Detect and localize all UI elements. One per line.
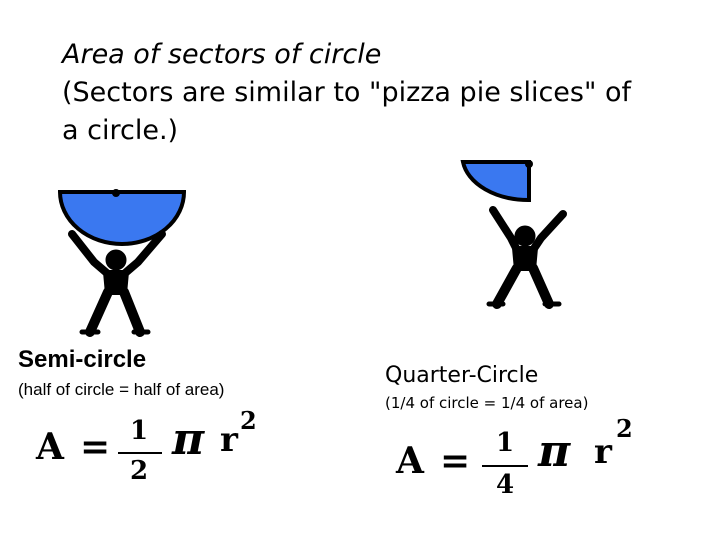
semicircle-label: Semi-circle (18, 346, 147, 373)
semicircle-sector-shape (57, 190, 187, 246)
title-description-line-1: (Sectors are similar to "pizza pie slice… (62, 77, 632, 108)
title-heading: Area of sectors of circle (62, 39, 382, 70)
quarter-circle-label: Quarter-Circle (385, 363, 539, 388)
formula-denominator: 4 (495, 470, 515, 500)
semicircle-description: (half of circle = half of area) (18, 380, 225, 399)
quarter-center-dot (525, 160, 533, 168)
formula-exponent: 2 (240, 406, 257, 435)
formula-area-symbol: A (36, 426, 64, 468)
quarter-sector-shape (460, 160, 531, 203)
fraction-bar (482, 465, 528, 467)
formula-equals-sign: = (440, 440, 471, 482)
pi-symbol: π (538, 426, 571, 477)
formula-denominator: 2 (129, 456, 149, 486)
formula-numerator: 1 (129, 416, 149, 446)
formula-radius: r (594, 432, 612, 472)
stick-figure-person (486, 206, 567, 309)
semicircle-figure-illustration (57, 189, 187, 337)
formula-equals-sign: = (80, 426, 111, 468)
quarter-circle-figure-illustration (460, 160, 567, 309)
stick-figure-person (68, 230, 166, 337)
formula-exponent: 2 (616, 414, 633, 443)
fraction-bar (118, 452, 162, 454)
semicircle-center-dot (112, 189, 120, 197)
formula-numerator: 1 (495, 428, 515, 458)
title-description-line-2: a circle.) (62, 115, 179, 146)
formula-area-symbol: A (396, 440, 424, 482)
formula-radius: r (220, 420, 238, 460)
quarter-circle-description: (1/4 of circle = 1/4 of area) (385, 394, 589, 412)
pi-symbol: π (172, 414, 205, 465)
slide-title: Area of sectors of circle (Sectors are s… (62, 36, 702, 150)
